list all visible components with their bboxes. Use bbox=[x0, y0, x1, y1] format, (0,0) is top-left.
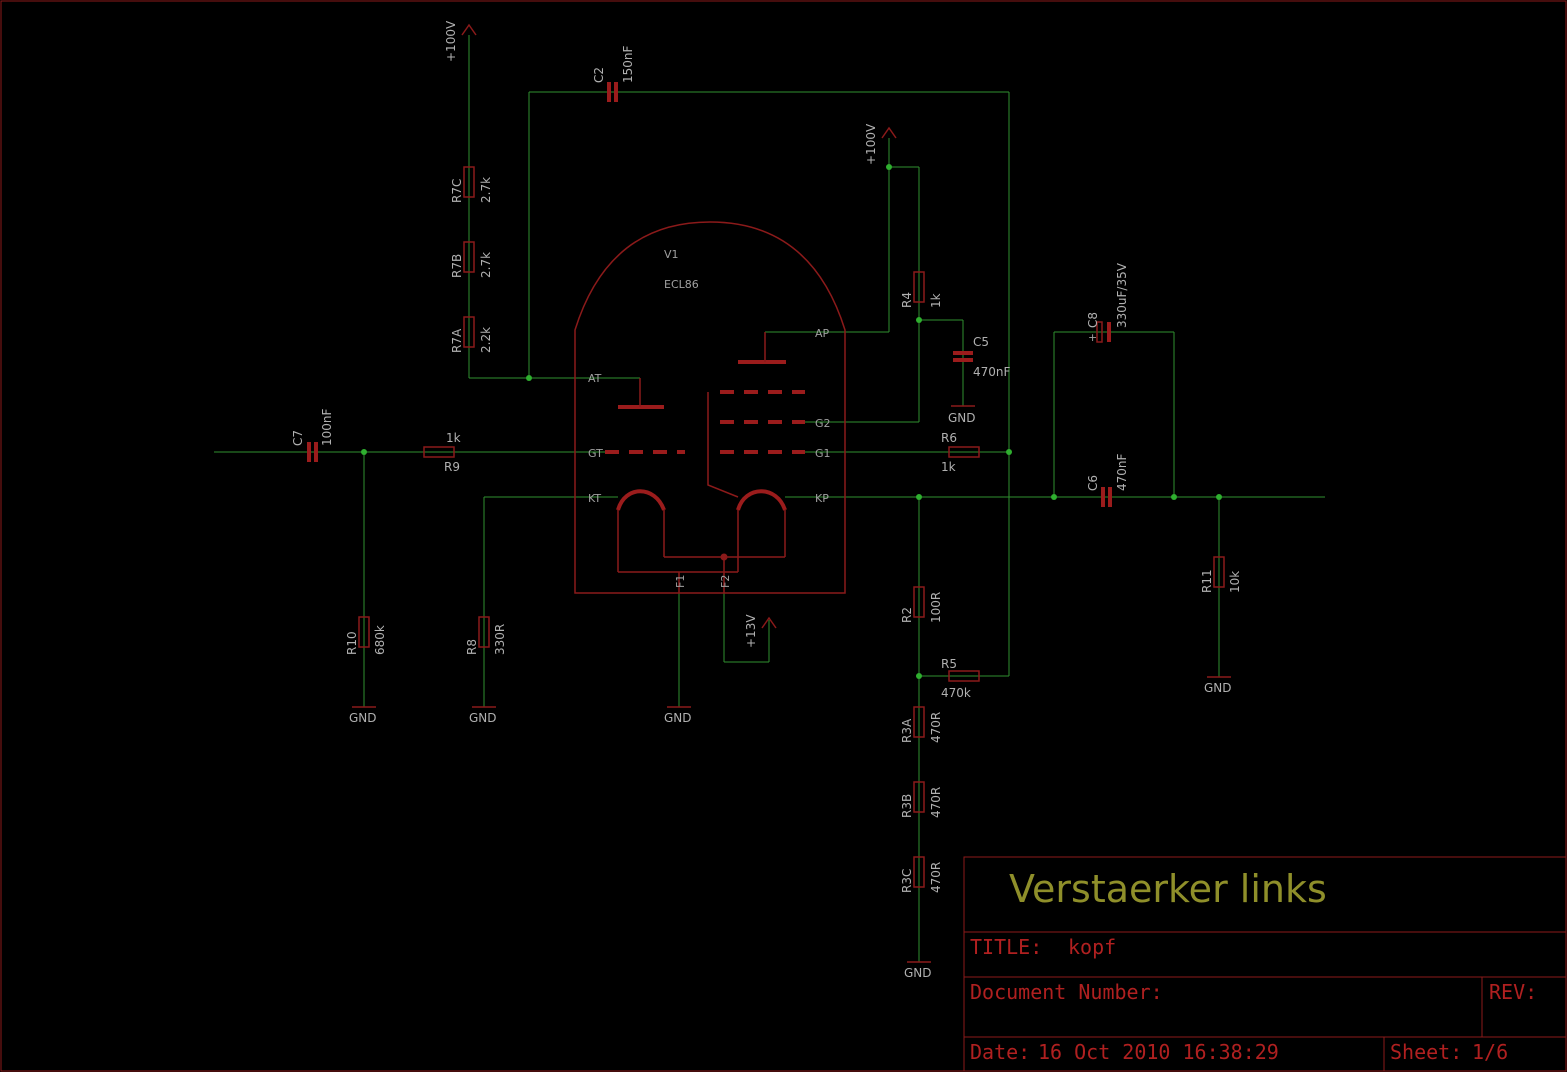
c8-name: C8 bbox=[1086, 312, 1100, 328]
sheet-heading: Verstaerker links bbox=[1009, 867, 1327, 911]
r11-value: 10k bbox=[1228, 571, 1242, 593]
c2-value: 150nF bbox=[621, 45, 635, 83]
c6-value: 470nF bbox=[1115, 453, 1129, 491]
c8-value: 330uF/35V bbox=[1115, 262, 1129, 328]
wires bbox=[214, 35, 1325, 962]
gnd-label: GND bbox=[469, 711, 497, 725]
tube-type: ECL86 bbox=[664, 278, 699, 291]
title-label: TITLE: bbox=[970, 935, 1042, 959]
tube-name: V1 bbox=[664, 248, 679, 261]
r8-name: R8 bbox=[465, 639, 479, 655]
pin-g2: G2 bbox=[815, 417, 831, 430]
r6-value: 1k bbox=[941, 460, 956, 474]
r8-value: 330R bbox=[493, 624, 507, 655]
gnd-label: GND bbox=[1204, 681, 1232, 695]
c5-value: 470nF bbox=[973, 365, 1011, 379]
date-label: Date: bbox=[970, 1040, 1030, 1064]
pin-f1: F1 bbox=[674, 575, 687, 588]
r7b-name: R7B bbox=[450, 254, 464, 278]
supply-13v: +13V bbox=[744, 614, 758, 648]
gnd-label: GND bbox=[904, 966, 932, 980]
pin-kt: KT bbox=[588, 492, 601, 505]
r7c-value: 2.7k bbox=[479, 177, 493, 203]
r9-value: 1k bbox=[446, 431, 461, 445]
date-value: 16 Oct 2010 16:38:29 bbox=[1038, 1040, 1279, 1064]
r3a-name: R3A bbox=[900, 718, 914, 743]
c7-value: 100nF bbox=[320, 408, 334, 446]
gnd-bars bbox=[352, 405, 1231, 963]
rev-label: REV: bbox=[1489, 980, 1537, 1004]
docnum-label: Document Number: bbox=[970, 980, 1163, 1004]
supply-100v-b: +100V bbox=[864, 123, 878, 165]
r7a-value: 2.2k bbox=[479, 327, 493, 353]
gnd-label: GND bbox=[664, 711, 692, 725]
title-value: kopf bbox=[1068, 935, 1116, 959]
r7a-name: R7A bbox=[450, 328, 464, 353]
pin-gt: GT bbox=[588, 447, 603, 460]
r3a-value: 470R bbox=[929, 712, 943, 743]
pin-ap: AP bbox=[815, 327, 830, 340]
r2-value: 100R bbox=[929, 592, 943, 623]
supply-arrows bbox=[461, 23, 897, 629]
gnd-label: GND bbox=[948, 411, 976, 425]
title-block bbox=[963, 856, 1567, 1072]
r7c-name: R7C bbox=[450, 179, 464, 203]
r4-name: R4 bbox=[900, 292, 914, 308]
r6-name: R6 bbox=[941, 431, 957, 445]
c8-polarity: + bbox=[1088, 331, 1097, 344]
r10-name: R10 bbox=[345, 631, 359, 655]
supply-100v-a: +100V bbox=[444, 20, 458, 62]
r3b-name: R3B bbox=[900, 794, 914, 818]
junctions bbox=[361, 164, 1222, 679]
c7-name: C7 bbox=[291, 430, 305, 446]
tube-v1 bbox=[574, 221, 846, 594]
pin-kp: KP bbox=[815, 492, 829, 505]
r4-value: 1k bbox=[929, 293, 943, 308]
sheet-label: Sheet: bbox=[1390, 1040, 1462, 1064]
capacitor-bodies bbox=[307, 82, 1112, 507]
c6-name: C6 bbox=[1086, 475, 1100, 491]
resistor-bodies bbox=[358, 166, 1225, 888]
r5-name: R5 bbox=[941, 657, 957, 671]
r3b-value: 470R bbox=[929, 787, 943, 818]
r3c-value: 470R bbox=[929, 862, 943, 893]
r9-name: R9 bbox=[444, 460, 460, 474]
pin-at: AT bbox=[588, 372, 602, 385]
r3c-name: R3C bbox=[900, 869, 914, 893]
sheet-value: 1/6 bbox=[1472, 1040, 1508, 1064]
c5-name: C5 bbox=[973, 335, 989, 349]
pin-f2: F2 bbox=[719, 575, 732, 588]
r5-value: 470k bbox=[941, 686, 971, 700]
c2-name: C2 bbox=[592, 67, 606, 83]
r11-name: R11 bbox=[1200, 569, 1214, 593]
r7b-value: 2.7k bbox=[479, 252, 493, 278]
r10-value: 680k bbox=[373, 625, 387, 655]
gnd-label: GND bbox=[349, 711, 377, 725]
r2-name: R2 bbox=[900, 607, 914, 623]
pin-g1: G1 bbox=[815, 447, 831, 460]
